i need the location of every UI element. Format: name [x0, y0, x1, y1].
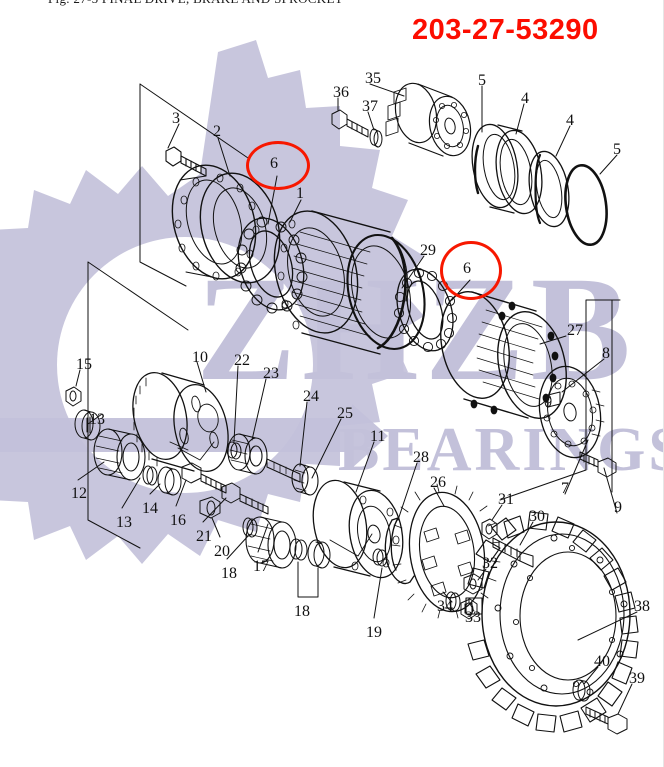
callout-number: 40 [594, 653, 610, 670]
callout-number: 17 [253, 558, 269, 575]
bracket-left-upper [139, 83, 187, 287]
callout-number: 5 [478, 72, 486, 89]
callout-number: 32 [482, 555, 498, 572]
highlight-circle-6-upper [246, 141, 310, 190]
callout-number: 20 [214, 543, 230, 560]
clipped-header-text: Fig. 27-5 FINAL DRIVE, BRAKE AND SPROCKE… [48, 0, 343, 7]
callout-number: 22 [234, 352, 250, 369]
callout-number: 6 [463, 260, 471, 277]
callout-number: 7 [561, 480, 569, 497]
callout-number: 18 [294, 603, 310, 620]
callout-number: 19 [366, 624, 382, 641]
callout-number: 26 [430, 474, 446, 491]
callout-number: 13 [89, 411, 105, 428]
callout-number: 15 [76, 356, 92, 373]
callout-number: 23 [263, 365, 279, 382]
callout-number: 9 [614, 499, 622, 516]
clipped-header-strip: Fig. 27-5 FINAL DRIVE, BRAKE AND SPROCKE… [0, 0, 664, 9]
callout-number: 37 [362, 98, 378, 115]
bracket-right [585, 299, 621, 471]
bracket-right-diag [499, 469, 587, 501]
callout-number: 4 [521, 90, 529, 107]
callout-number: 34 [437, 598, 453, 615]
callout-number: 4 [566, 112, 574, 129]
callout-number: 11 [370, 428, 386, 445]
callout-number: 24 [303, 388, 319, 405]
callout-number: 31 [498, 491, 514, 508]
callout-number: 14 [142, 500, 158, 517]
callout-number: 28 [413, 449, 429, 466]
callout-number: 16 [170, 512, 186, 529]
callout-number: 27 [567, 322, 583, 339]
highlight-circle-6-lower [440, 241, 502, 300]
callout-number: 30 [529, 508, 545, 525]
callout-number: 39 [629, 670, 645, 687]
callout-number: 25 [337, 405, 353, 422]
callout-number: 33 [465, 609, 481, 626]
bracket-left-upper-diag [139, 83, 249, 159]
part-number: 203-27-53290 [412, 14, 599, 46]
callout-number: 21 [196, 528, 212, 545]
bracket-left-lower [87, 261, 141, 549]
callout-number: 29 [420, 242, 436, 259]
callout-number: 13 [116, 514, 132, 531]
callout-number: 8 [602, 345, 610, 362]
callout-number: 2 [213, 123, 221, 140]
callout-number: 36 [333, 84, 349, 101]
callout-number: 1 [296, 185, 304, 202]
callout-number: 18 [221, 565, 237, 582]
callout-number: 6 [270, 155, 278, 172]
callout-number: 38 [634, 598, 650, 615]
callout-number: 5 [613, 141, 621, 158]
bracket-left-lower-diag [87, 261, 189, 331]
callout-number: 12 [71, 485, 87, 502]
callout-number: 35 [365, 70, 381, 87]
callout-number: 3 [172, 110, 180, 127]
callout-number: 10 [192, 349, 208, 366]
